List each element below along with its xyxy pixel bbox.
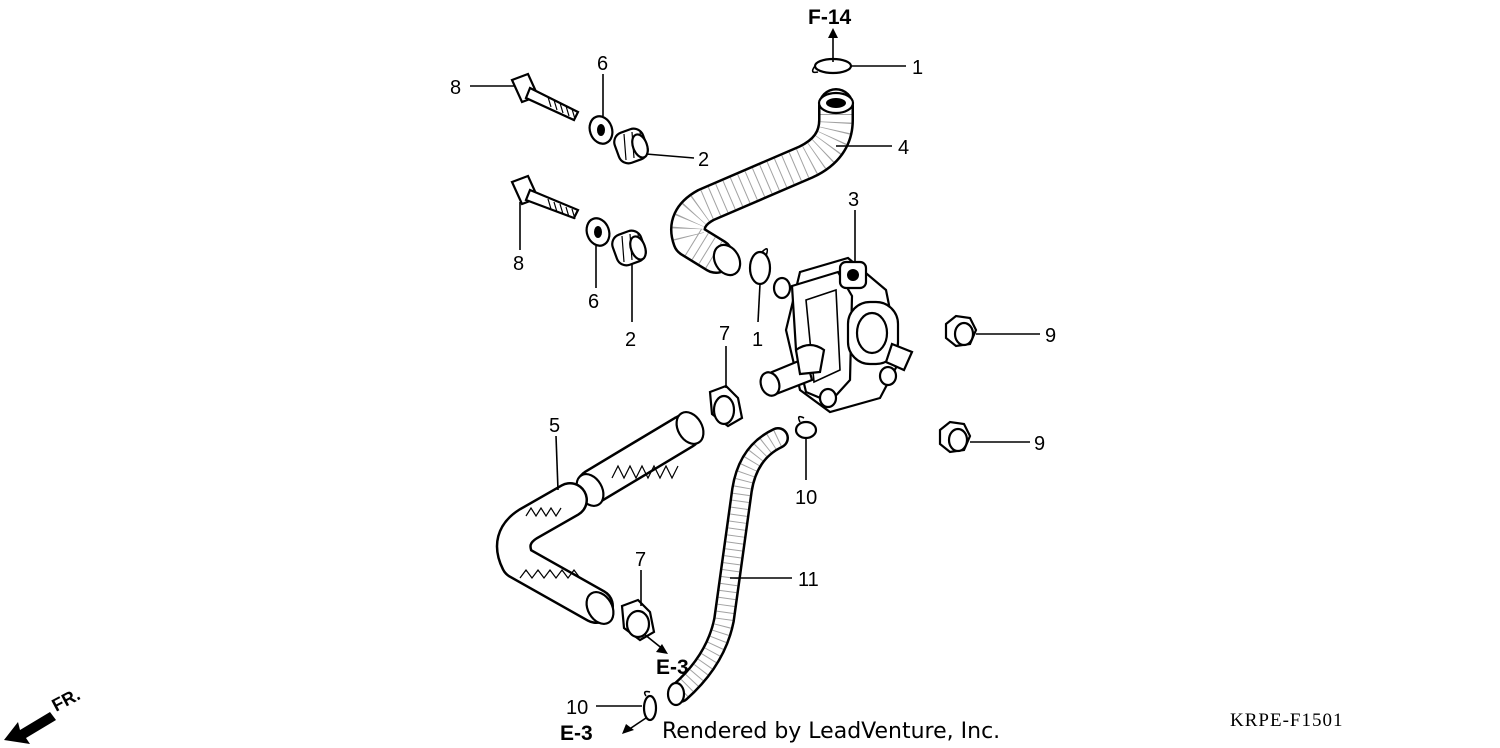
callout-7-upper: 7 [719,323,730,345]
nut-lower[interactable] [938,420,972,454]
fuel-pump[interactable] [757,256,914,414]
callout-8-lower: 8 [513,253,524,275]
rubber-mount-lower[interactable] [609,228,648,268]
arrow-head-e3-left [622,724,634,734]
callout-2-upper: 2 [698,149,709,171]
hose-clip-middle[interactable] [748,248,772,286]
small-clip-bottom[interactable] [642,690,658,722]
callout-9-lower: 9 [1034,433,1045,455]
ref-e3-right[interactable]: E-3 [656,656,689,679]
callout-11: 11 [798,569,819,591]
small-clip-middle[interactable] [794,415,818,440]
arrow-head-e3-right [656,644,668,654]
fuel-hose-lower[interactable] [495,407,709,628]
washer-upper[interactable] [586,113,616,147]
rubber-mount-upper[interactable] [611,126,650,166]
diagram-code: KRPE-F1501 [1230,710,1343,731]
hose-clip-top[interactable] [811,57,853,75]
render-credit: Rendered by LeadVenture, Inc. [662,719,1000,744]
callout-8-upper: 8 [450,77,461,99]
hose-clamp-lower[interactable] [620,598,656,642]
callout-2-lower: 2 [625,329,636,351]
callout-3: 3 [848,189,859,211]
nut-upper[interactable] [944,314,978,348]
callout-1-middle: 1 [752,329,763,351]
callout-7-lower: 7 [635,549,646,571]
arrow-head-f14 [828,28,838,38]
bolt-lower[interactable] [510,174,580,220]
leader-lines [470,65,1040,707]
fuel-hose-upper[interactable] [670,88,855,280]
front-arrow-icon [4,712,56,744]
hose-clamp-upper[interactable] [708,384,744,428]
callout-6-upper: 6 [597,53,608,75]
ref-e3-left[interactable]: E-3 [560,722,593,745]
washer-lower[interactable] [583,215,613,249]
bolt-upper[interactable] [510,72,580,122]
callout-4: 4 [898,137,909,159]
callout-1-top: 1 [912,57,923,79]
ref-f14[interactable]: F-14 [808,6,852,29]
vent-hose[interactable] [666,427,789,707]
callout-10-bottom: 10 [566,697,588,719]
callout-5: 5 [549,415,560,437]
callout-10-middle: 10 [795,487,817,509]
callout-6-lower: 6 [588,291,599,313]
callout-9-upper: 9 [1045,325,1056,347]
front-label: FR. [48,684,83,715]
